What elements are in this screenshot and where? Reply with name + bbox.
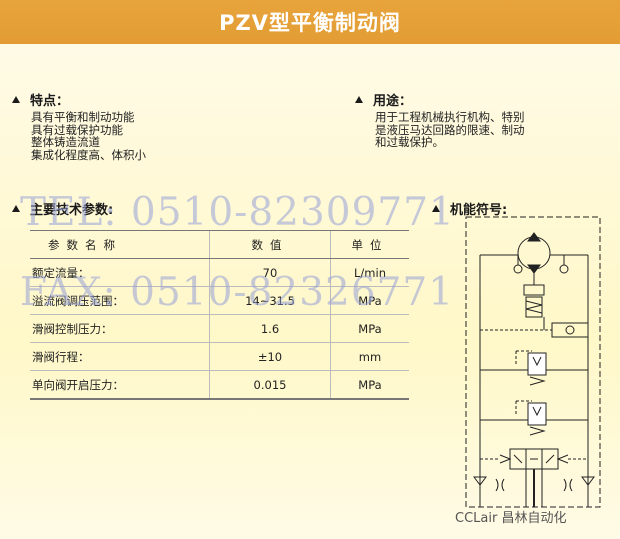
param-name: 溢流阀调压范围： [30,286,210,315]
param-name: 滑阀行程： [30,342,210,371]
param-name: 额定流量： [30,258,210,287]
relief-valve-icon [527,402,547,436]
symbol-heading-label: 机能符号: [450,203,508,218]
param-value: 14~31.5 [209,286,331,315]
hydraulic-symbol-diagram [465,216,601,508]
triangle-bullet-icon [355,96,363,103]
orifice-icon [563,478,573,492]
param-unit: L/min [330,258,409,287]
relief-valve-icon [527,352,547,386]
param-unit: mm [330,342,409,371]
check-valve-icon [513,264,523,274]
features-list: 具有平衡和制动功能 具有过载保护功能 整体铸造流道 集成化程度高、体积小 [31,111,146,161]
table-header-row: 参数名称 数值 单位 [30,230,409,259]
motor-icon [517,232,551,274]
table-row: 滑阀控制压力： 1.6 MPa [30,314,409,343]
header-cell: 参数名称 [30,230,210,259]
param-unit: MPa [330,370,409,400]
table-row: 单向阀开启压力： 0.015 MPa [30,370,409,400]
specs-heading: 主要技术参数: [12,199,113,218]
param-value: ±10 [209,342,331,371]
brand-credit: CCLair 昌林自动化 [455,511,567,526]
features-heading: 特点： [12,90,69,109]
param-name: 滑阀控制压力： [30,314,210,343]
usage-line: 和过载保护。 [375,135,444,149]
spec-table: 参数名称 数值 单位 额定流量： 70 L/min 溢流阀调压范围： 14~31… [30,230,409,400]
header-cell: 数值 [209,230,331,259]
specs-heading-label: 主要技术参数: [30,203,114,218]
features-line: 整体铸造流道 [31,135,100,149]
usage-heading: 用途： [355,90,412,109]
usage-line: 是液压马达回路的限速、制动 [375,122,525,137]
param-unit: MPa [330,314,409,343]
usage-line: 用于工程机械执行机构、特别 [375,110,525,124]
param-value: 0.015 [209,370,331,400]
triangle-bullet-icon [432,205,440,212]
param-value: 70 [209,258,331,287]
param-value: 1.6 [209,314,331,343]
table-row: 溢流阀调压范围： 14~31.5 MPa [30,286,409,315]
features-line: 集成化程度高、体积小 [31,147,146,162]
features-heading-label: 特点： [30,94,70,109]
param-unit: MPa [330,286,409,315]
brake-cylinder-icon [523,269,545,318]
features-line: 具有平衡和制动功能 [31,110,135,124]
usage-heading-label: 用途： [373,94,413,109]
title-banner: PZV型平衡制动阀 [0,0,620,44]
page-title: PZV型平衡制动阀 [219,11,401,35]
param-name: 单向阀开启压力： [30,370,210,400]
triangle-bullet-icon [12,205,20,212]
triangle-bullet-icon [12,96,20,103]
header-cell: 单位 [330,230,409,259]
table-row: 滑阀行程： ±10 mm [30,342,409,371]
shuttle-valve-icon [551,322,589,338]
table-row: 额定流量： 70 L/min [30,258,409,287]
usage-list: 用于工程机械执行机构、特别 是液压马达回路的限速、制动 和过载保护。 [375,111,525,149]
symbol-heading: 机能符号: [432,199,507,218]
orifice-icon [495,478,505,492]
spool-valve-icon [499,448,569,470]
check-valve-icon [559,264,569,274]
features-line: 具有过载保护功能 [31,122,123,137]
